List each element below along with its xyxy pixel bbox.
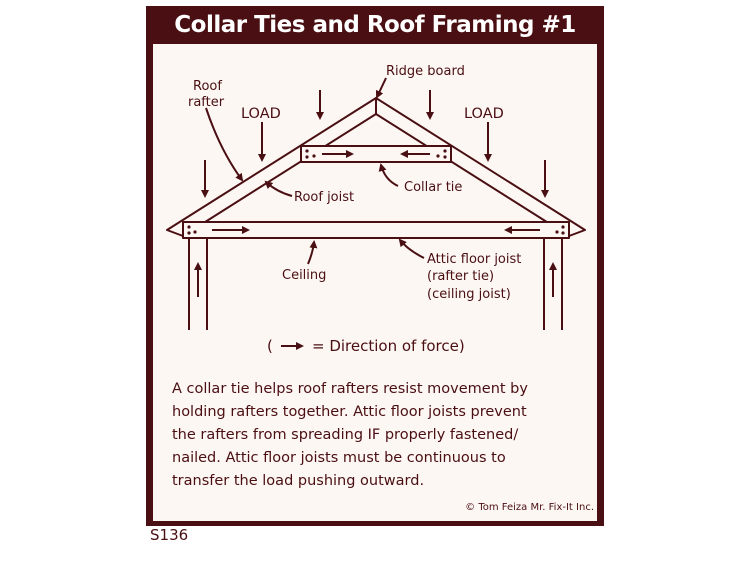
caption: A collar tie helps roof rafters resist m… [172, 378, 592, 493]
copyright: © Tom Feiza Mr. Fix-It Inc. [465, 502, 594, 513]
legend-open-paren: ( [267, 337, 273, 355]
label-attic-floor-joist: Attic floor joist [427, 252, 521, 267]
caption-line: A collar tie helps roof rafters resist m… [172, 381, 528, 397]
left-wall [188, 237, 208, 330]
label-roof-rafter-1: Roof [193, 79, 222, 94]
attic-floor-joist [182, 221, 570, 239]
leader-collar-tie [378, 163, 399, 187]
page-title: Collar Ties and Roof Framing #1 [174, 12, 576, 38]
nails [187, 149, 565, 235]
caption-line: transfer the load pushing outward. [172, 473, 425, 489]
caption-line: the rafters from spreading IF properly f… [172, 427, 519, 443]
label-roof-joist: Roof joist [294, 190, 354, 205]
label-rafter-tie: (rafter tie) [427, 269, 494, 284]
leader-roof-joist [264, 180, 293, 197]
caption-line: holding rafters together. Attic floor jo… [172, 404, 527, 420]
leader-ridge-board [375, 77, 387, 99]
drawing-panel [153, 44, 597, 521]
label-ceiling-joist: (ceiling joist) [427, 287, 511, 302]
leader-ceiling [307, 240, 318, 265]
label-ceiling: Ceiling [282, 268, 326, 283]
leader-roof-rafter [205, 107, 244, 182]
caption-line: nailed. Attic floor joists must be conti… [172, 450, 506, 466]
label-collar-tie: Collar tie [404, 180, 462, 195]
label-load-left: LOAD [241, 106, 281, 122]
label-ridge-board: Ridge board [386, 64, 465, 79]
leader-attic-joist [398, 238, 425, 259]
label-roof-rafter-2: rafter [188, 95, 225, 110]
right-wall [543, 237, 563, 330]
label-load-right: LOAD [464, 106, 504, 122]
legend-text: = Direction of force) [312, 337, 465, 355]
collar-tie [300, 145, 452, 163]
illustration-code: S136 [150, 526, 189, 544]
